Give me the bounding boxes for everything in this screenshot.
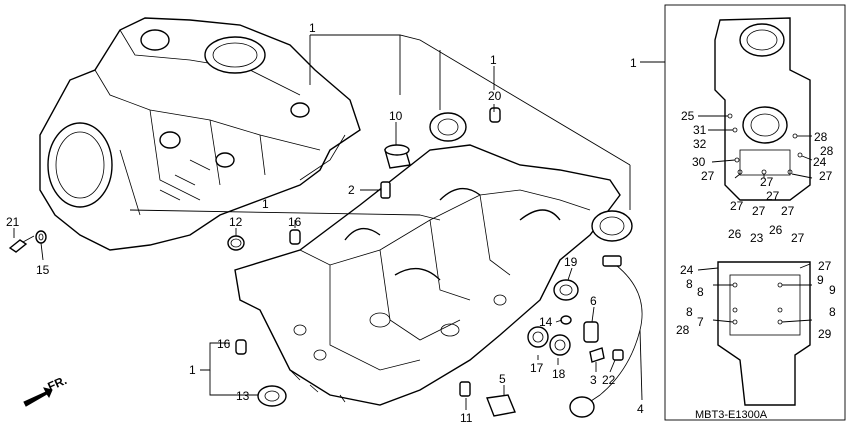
inset-label-27e: 27	[752, 204, 766, 218]
front-arrow: FR.	[23, 373, 69, 407]
diagram-code: MBT3-E1300A	[695, 409, 768, 421]
front-label: FR.	[46, 373, 69, 394]
callout-16-lower: 16	[217, 337, 231, 351]
callout-18: 18	[552, 367, 566, 381]
callout-2: 2	[348, 183, 355, 197]
callout-13: 13	[236, 389, 250, 403]
inset-label-24: 24	[813, 155, 827, 169]
callout-17: 17	[530, 361, 544, 375]
cylinder-bore-top	[204, 36, 266, 74]
inset-label-25: 25	[681, 109, 695, 123]
inset-label-27b-lower: 27	[818, 259, 832, 273]
inset-border	[664, 4, 846, 421]
inset-label-28-lower: 28	[676, 323, 690, 337]
callout-1-dowel: 1	[490, 53, 497, 67]
inset-label-8b: 8	[697, 285, 704, 299]
callout-11: 11	[460, 411, 473, 425]
inset-label-7: 7	[697, 315, 704, 329]
callout-19: 19	[564, 255, 578, 269]
inset-label-8d: 8	[829, 305, 836, 319]
callout-22: 22	[602, 373, 616, 387]
inset-upper-labels: 25 31 32 28 28 30 24 27 27 27 27 27 27 2…	[681, 109, 834, 218]
callout-1-inset: 1	[630, 56, 637, 70]
callout-21: 21	[6, 215, 20, 229]
inset-label-28a: 28	[814, 130, 828, 144]
inset-label-30: 30	[692, 155, 706, 169]
callout-labels: 1 1 1 1 1 20 10 2 21 15 12 16 16 13 19 1…	[6, 21, 644, 425]
inset-label-27d: 27	[730, 199, 744, 213]
inset-label-26a: 26	[728, 227, 742, 241]
callout-4: 4	[637, 402, 644, 416]
callout-6: 6	[590, 294, 597, 308]
callout-1-top: 1	[309, 21, 316, 35]
callout-5: 5	[499, 372, 506, 386]
callout-10: 10	[389, 109, 403, 123]
inset-label-28b: 28	[820, 144, 834, 158]
inset-label-9b: 9	[829, 283, 836, 297]
callout-1-left: 1	[189, 363, 196, 377]
inset-label-8c: 8	[686, 305, 693, 319]
callout-3: 3	[590, 373, 597, 387]
inset-label-29: 29	[818, 327, 832, 341]
inset-label-32: 32	[693, 137, 707, 151]
inset-label-27c: 27	[819, 169, 833, 183]
callout-12: 12	[229, 215, 243, 229]
inset-label-27f: 27	[781, 204, 795, 218]
inset-label-27g: 27	[766, 189, 780, 203]
inset-label-9a: 9	[817, 273, 824, 287]
inset-label-23: 23	[750, 231, 764, 245]
callout-20: 20	[488, 89, 502, 103]
inset-label-26b: 26	[769, 223, 783, 237]
cylinder-bore-left	[47, 122, 113, 208]
upper-crankcase	[39, 17, 361, 251]
lower-crankcase	[234, 144, 621, 406]
front-arrow-icon	[23, 387, 53, 407]
inset-label-27b: 27	[760, 175, 774, 189]
leader-lines	[13, 34, 665, 410]
inset-label-27a-lower: 27	[791, 231, 805, 245]
callout-14: 14	[539, 315, 553, 329]
inset-panel	[664, 4, 846, 421]
inset-lower-labels: 26 23 26 27 24 27 8 8 9 9 8 7 8 28 29 MB…	[676, 223, 836, 421]
inset-label-24-lower: 24	[680, 263, 694, 277]
callout-15: 15	[36, 263, 50, 277]
inset-label-8a: 8	[686, 277, 693, 291]
small-parts	[8, 107, 643, 418]
callout-1-mid: 1	[262, 197, 269, 211]
inset-label-27a: 27	[701, 169, 715, 183]
inset-label-31: 31	[693, 123, 707, 137]
callout-16-top: 16	[288, 215, 302, 229]
